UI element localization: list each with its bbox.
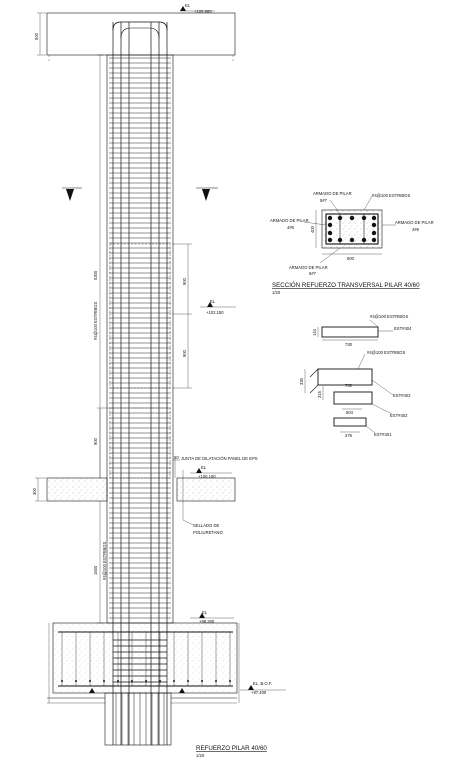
section-dim-vertical: 400 [310,225,315,233]
stirrups-lower: #4@100 ESTRIBOS [102,542,107,580]
est404: EST#404 [394,326,412,331]
section-bottom-label: ARMADO DE PILAR [289,265,328,270]
dim-330: 330 [299,377,304,385]
section-bar [327,237,333,243]
level-markers [180,6,286,691]
section-bar [349,215,355,221]
cross-section [303,195,396,264]
section-stirrup-label: #4@100 ESTRIBOS [372,193,410,198]
section-cut-markers [62,187,218,201]
section-bars [327,215,377,243]
stirrup-403 [317,368,373,386]
section-hatch [322,210,382,248]
stirrup-402 [333,391,373,405]
level-slab-prefix: EL [201,465,207,470]
support-marker [89,688,95,693]
section-right-label: ARMADO DE PILAR [395,220,434,225]
dim-lap-3: 900 [93,437,98,445]
sealant-line2: POLIURETANO [193,530,223,535]
level-mid-prefix: EL [210,299,216,304]
section-left-bars: 4#6 [287,225,295,230]
section-right-bars: 4#6 [412,227,420,232]
elevation-title: REFUERZO PILAR 40/60 [196,745,267,752]
stirrup-details [304,319,394,434]
beam-inner-hook [120,27,160,39]
section-top-bars: 5#7 [320,198,328,203]
dim-276: 276 [345,433,353,438]
footing-rebar [58,631,233,745]
column-stirrups [109,57,171,619]
dim-lap-1: 900 [182,277,187,285]
est402: EST#402 [390,413,408,418]
dim-144: 144 [312,328,317,336]
section-bottom-bars: 5#7 [309,271,317,276]
section-dim-horizontal: 600 [347,256,355,261]
column-elevation [46,12,240,746]
level-bof-prefix: EL. B.O.F. [253,681,272,686]
detail-label-mid: #4@100 ESTRIBOS [367,350,405,355]
level-bof-value: +97.400 [251,690,267,695]
section-title: SECCIÓN REFUERZO TRANSVERSAL PILAR 40/60 [272,282,420,289]
dim-730b: 730 [345,383,353,388]
detail-label-top: #4@100 ESTRIBOS [370,314,408,319]
cut-arrow-left [66,189,74,201]
dim-height-upper: 5300 [93,270,98,280]
dimension-lines [35,12,194,624]
section-bar [327,230,333,236]
section-bar [371,215,377,221]
dim-lap-2: 900 [182,349,187,357]
pedestal [104,692,172,746]
cut-arrow-right [202,189,210,201]
dim-beam-depth: 500 [34,32,39,40]
section-stirrup [325,213,379,245]
section-bar [371,237,377,243]
section-bar [337,215,343,221]
section-bar [327,215,333,221]
section-bar [349,237,355,243]
dim-joint: 50 [174,455,179,460]
dim-504: 504 [346,410,354,415]
column-rebar [112,21,168,745]
dim-730a: 730 [345,342,353,347]
section-top-label: ARMADO DE PILAR [313,191,352,196]
est403: EST#403 [393,393,411,398]
section-bar [361,215,367,221]
section-bar [371,230,377,236]
section-bar [361,237,367,243]
section-bar [327,222,333,228]
level-top-value: +105.900 [194,9,212,14]
dim-slab: 300 [32,487,37,495]
level-footing-prefix: EL [202,610,208,615]
level-top-prefix: EL [185,3,191,8]
dim-height-lower: 1500 [93,565,98,575]
top-beam [46,12,236,56]
support-marker [179,688,185,693]
lap-zone [109,407,171,479]
section-bar [337,237,343,243]
elevation-scale: 1/20 [196,753,205,758]
stirrup-detail-labels: #4@100 ESTRIBOS EST#404 144 730 #4@100 E… [299,314,412,438]
section-labels: ARMADO DE PILAR 5#7 #4@100 ESTRIBOS ARMA… [270,191,434,295]
stirrup-401 [333,417,367,427]
sealant-line1: SELLADO DE [193,523,220,528]
slab-right-hatch [177,478,235,501]
est401: EST#401 [374,432,392,437]
stirrups-upper: #4@100 ESTRIBOS [93,302,98,340]
beam-top-hook [112,21,168,31]
section-bar [371,222,377,228]
joint-note: JUNTA DE DILATACIÓN PANEL DE EPS [181,456,258,461]
level-mid-value: +102.150 [206,310,224,315]
section-scale: 1/20 [272,290,281,295]
stirrup-404 [321,326,379,338]
level-footing-value: +98.300 [199,619,215,624]
elevation-labels: EL +105.900 500 5300 #4@100 ESTRIBOS 900… [32,3,272,758]
section-left-label: ARMADO DE PILAR [270,218,309,223]
lap-zone [109,243,171,389]
dim-315: 315 [317,390,322,398]
slab-left-hatch [47,478,107,501]
level-slab-value: +100.100 [198,474,216,479]
